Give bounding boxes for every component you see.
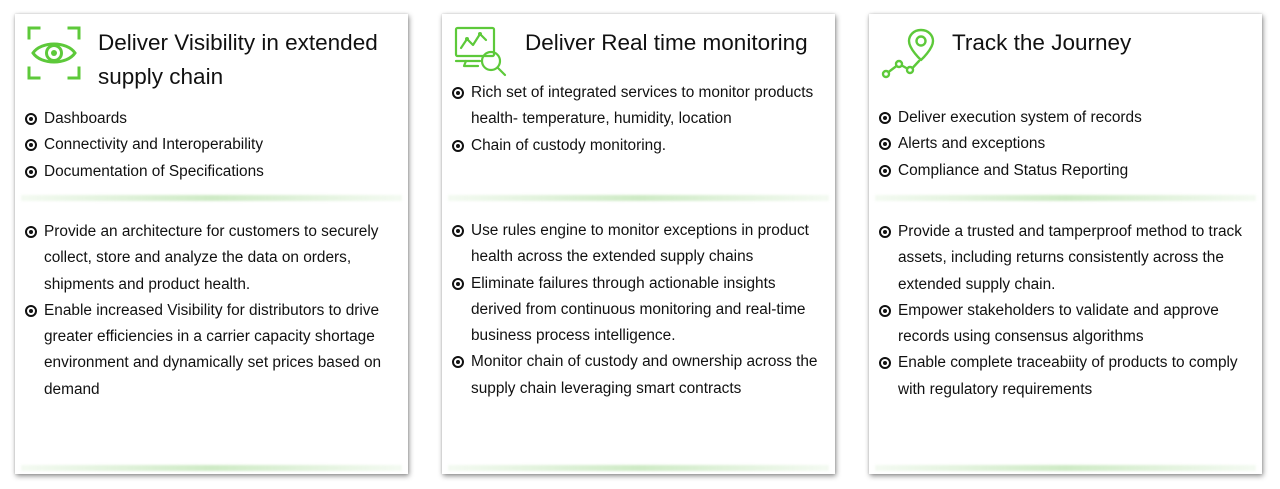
list-item: Deliver execution system of records	[879, 105, 1249, 131]
card-footer-bar	[448, 465, 829, 471]
list-item: Provide an architecture for customers to…	[25, 219, 395, 298]
bullet-icon	[452, 225, 464, 237]
benefit-list: Provide an architecture for customers to…	[25, 219, 395, 403]
bullet-icon	[25, 165, 37, 178]
bullet-icon	[452, 87, 464, 99]
section-divider	[448, 195, 829, 201]
list-item: Chain of custody monitoring.	[452, 133, 822, 159]
eye-focus-icon	[25, 24, 83, 82]
list-item: Provide a trusted and tamperproof method…	[879, 219, 1249, 298]
bullet-icon	[879, 226, 891, 238]
bullet-icon	[879, 357, 891, 370]
list-item: Compliance and Status Reporting	[879, 158, 1249, 184]
card-visibility: Deliver Visibility in extended supply ch…	[15, 14, 408, 474]
card-monitoring: Deliver Real time monitoring Rich set of…	[442, 14, 835, 474]
bullet-icon	[879, 164, 891, 177]
card-title: Deliver Visibility in extended supply ch…	[98, 26, 403, 94]
bullet-icon	[25, 226, 37, 238]
card-title-line: Deliver Real time monitoring	[525, 30, 808, 55]
card-footer-bar	[21, 465, 402, 471]
card-title-line: supply chain	[98, 64, 224, 89]
list-item: Dashboards	[25, 106, 395, 132]
list-item: Documentation of Specifications	[25, 159, 395, 185]
bullet-icon	[452, 356, 464, 369]
monitor-magnifier-icon	[452, 24, 510, 82]
list-item: Rich set of integrated services to monit…	[452, 80, 822, 133]
bullet-icon	[452, 139, 464, 152]
route-pin-icon	[879, 24, 937, 82]
bullet-icon	[879, 304, 891, 317]
list-item: Eliminate failures through actionable in…	[452, 271, 822, 350]
list-item: Enable complete traceabiity of products …	[879, 350, 1249, 403]
bullet-icon	[452, 277, 464, 290]
list-item: Monitor chain of custody and ownership a…	[452, 349, 822, 402]
list-item: Enable increased Visibility for distribu…	[25, 298, 395, 403]
section-divider	[875, 195, 1256, 201]
bullet-icon	[25, 304, 37, 317]
bullet-icon	[879, 112, 891, 124]
card-track-journey: Track the Journey Deliver execution syst…	[869, 14, 1262, 474]
list-item: Use rules engine to monitor exceptions i…	[452, 218, 822, 271]
benefit-list: Provide a trusted and tamperproof method…	[879, 219, 1249, 403]
list-item: Alerts and exceptions	[879, 131, 1249, 157]
feature-list: Rich set of integrated services to monit…	[452, 80, 822, 159]
list-item: Empower stakeholders to validate and app…	[879, 298, 1249, 351]
card-footer-bar	[875, 465, 1256, 471]
list-item: Connectivity and Interoperability	[25, 132, 395, 158]
card-title: Track the Journey	[952, 26, 1257, 60]
bullet-icon	[25, 139, 37, 152]
feature-list: Deliver execution system of records Aler…	[879, 105, 1249, 184]
bullet-icon	[25, 113, 37, 125]
section-divider	[21, 195, 402, 201]
benefit-list: Use rules engine to monitor exceptions i…	[452, 218, 822, 402]
card-title-line: Deliver Visibility in extended	[98, 30, 378, 55]
card-title: Deliver Real time monitoring	[525, 26, 830, 60]
card-title-line: Track the Journey	[952, 30, 1132, 55]
bullet-icon	[879, 138, 891, 151]
feature-list: Dashboards Connectivity and Interoperabi…	[25, 106, 395, 185]
